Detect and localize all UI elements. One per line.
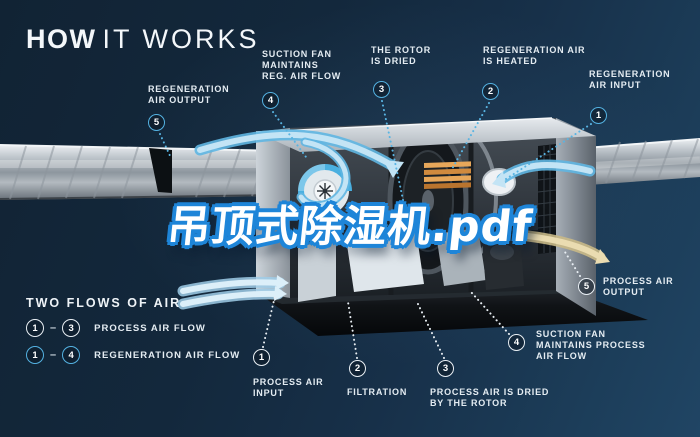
- callout-number: 3: [437, 360, 454, 377]
- legend-title: TWO FLOWS OF AIR: [26, 296, 182, 310]
- legend-circle-to: 3: [62, 319, 81, 337]
- callout-number: 1: [253, 349, 270, 366]
- legend-label: PROCESS AIR FLOW: [94, 322, 206, 334]
- process-air-input-arrows: [177, 275, 289, 310]
- title-light: IT WORKS: [102, 24, 260, 54]
- legend-two-flows: TWO FLOWS OF AIR 1 – 3 PROCESS AIR FLOW …: [26, 296, 240, 364]
- legend-circle-from: 1: [26, 346, 44, 364]
- callout-number: 5: [148, 114, 165, 131]
- legend-circle-from: 1: [26, 319, 44, 337]
- callout-label: SUCTION FAN MAINTAINS PROCESS AIR FLOW: [536, 329, 646, 361]
- legend-row-regeneration: 1 – 4 REGENERATION AIR FLOW: [26, 346, 240, 364]
- callout-number: 3: [373, 81, 390, 98]
- machine-left-wall: [256, 128, 290, 298]
- duct-outlet-opening: [149, 148, 172, 193]
- regeneration-airflow-arrows: [194, 129, 596, 211]
- legend-row-process: 1 – 3 PROCESS AIR FLOW: [26, 319, 240, 337]
- callout-number: 4: [508, 334, 525, 351]
- callout-label: SUCTION FAN MAINTAINS REG. AIR FLOW: [262, 49, 342, 81]
- motor: [490, 244, 514, 260]
- callout-label: PROCESS AIR INPUT: [253, 377, 324, 398]
- callout-number: 4: [262, 92, 279, 109]
- filter-section: [298, 228, 524, 302]
- legend-dash: –: [50, 349, 57, 361]
- left-duct: [0, 144, 286, 200]
- legend-dash: –: [50, 322, 57, 334]
- legend-circle-to: 4: [62, 346, 81, 364]
- callout-label: REGENERATION AIR IS HEATED: [483, 45, 586, 66]
- callout-label: REGENERATION AIR INPUT: [589, 69, 671, 90]
- callout-number: 5: [578, 278, 595, 295]
- callout-label: THE ROTOR IS DRIED: [371, 45, 432, 66]
- machine-interior: [287, 118, 557, 302]
- callout-label: PROCESS AIR IS DRIED BY THE ROTOR: [430, 387, 550, 408]
- heater: [424, 161, 471, 189]
- process-air-output-arrow: [522, 230, 610, 264]
- callout-number: 1: [590, 107, 607, 124]
- callout-number: 2: [349, 360, 366, 377]
- callout-number: 2: [482, 83, 499, 100]
- legend-label: REGENERATION AIR FLOW: [94, 349, 241, 361]
- title-bold: HOW: [26, 24, 97, 54]
- callout-label: PROCESS AIR OUTPUT: [603, 276, 674, 297]
- callout-label: FILTRATION: [347, 387, 408, 397]
- callout-label: REGENERATION AIR OUTPUT: [148, 84, 230, 105]
- leader-lines: [159, 100, 592, 359]
- watermark-text: 吊顶式除湿机.pdf: [164, 202, 535, 252]
